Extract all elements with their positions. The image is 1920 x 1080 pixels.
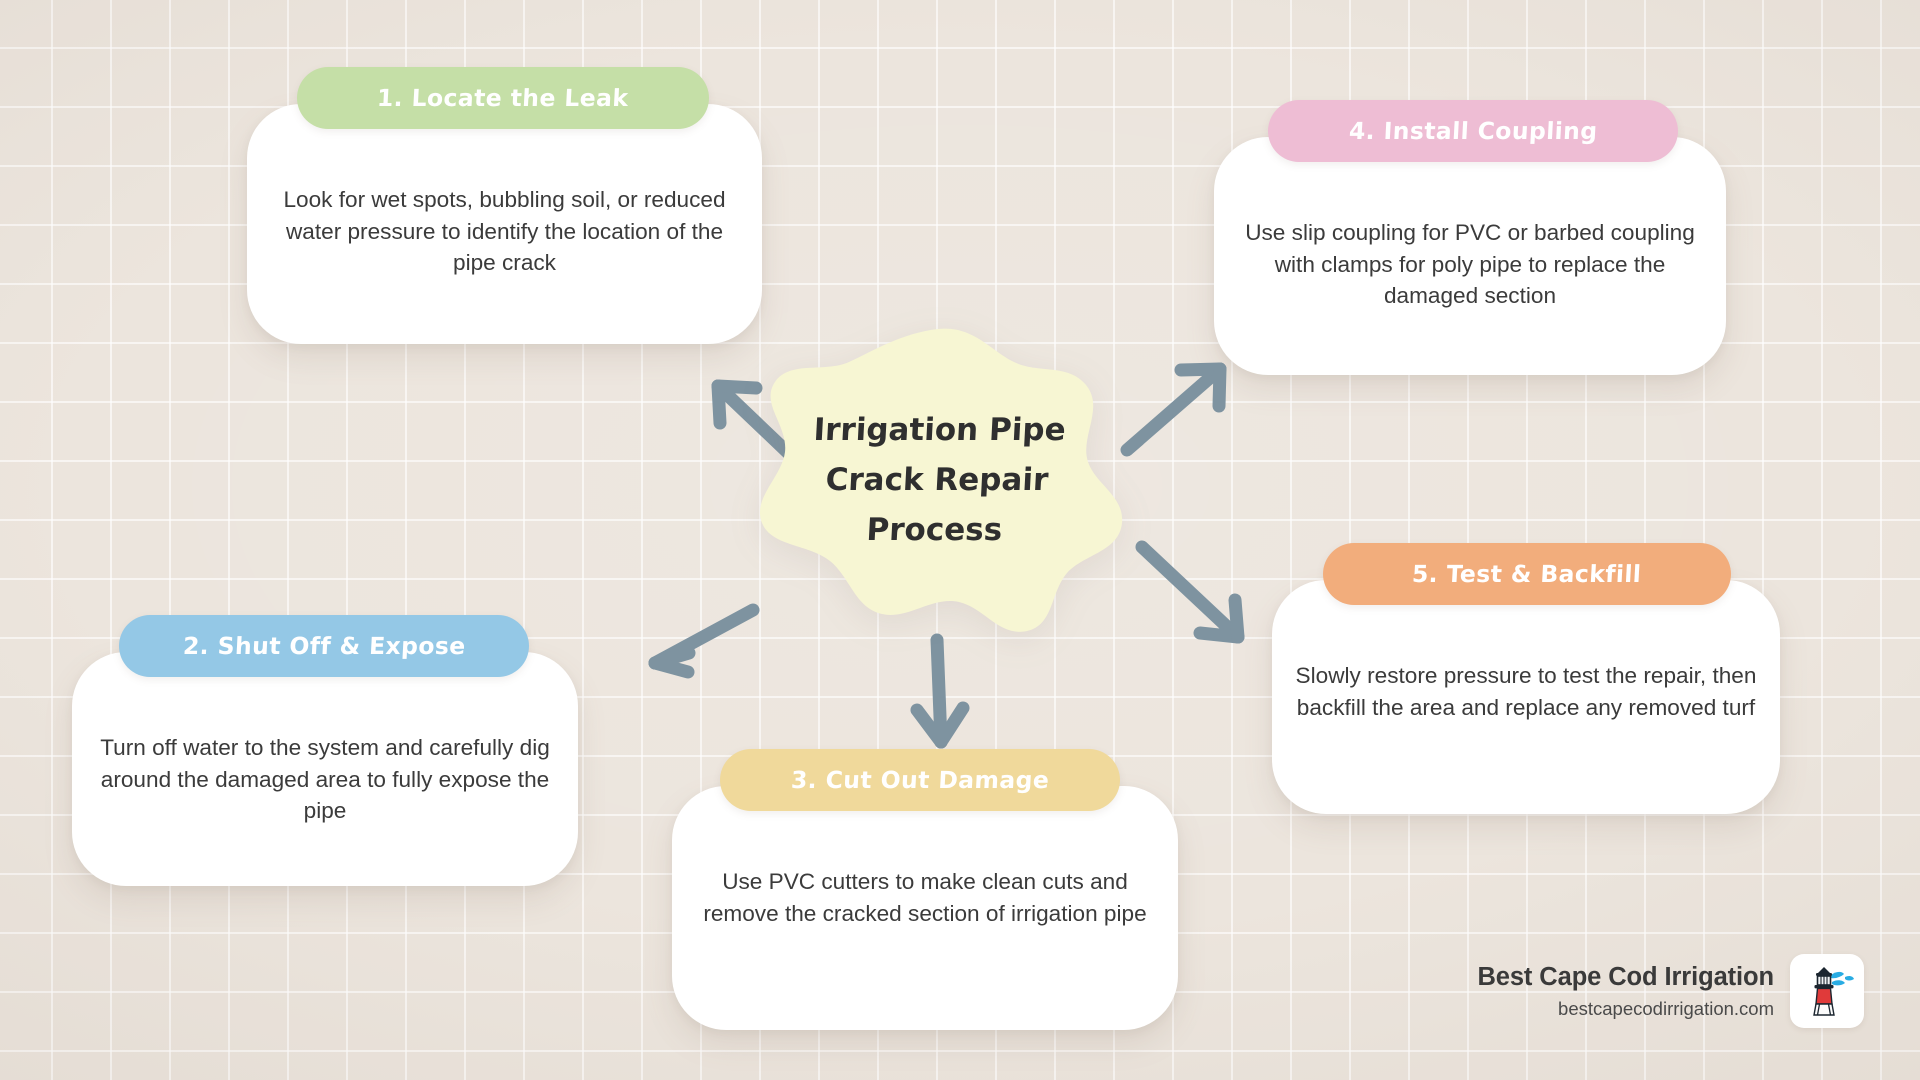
brand-url[interactable]: bestcapecodirrigation.com	[1558, 998, 1774, 1020]
step-card-1-header: 1. Locate the Leak	[297, 67, 709, 129]
step-card-3-header: 3. Cut Out Damage	[720, 749, 1120, 811]
step-card-1[interactable]: 1. Locate the Leak Look for wet spots, b…	[247, 67, 762, 344]
card-surface	[1214, 137, 1726, 375]
step-card-2[interactable]: 2. Shut Off & Expose Turn off water to t…	[72, 615, 578, 886]
step-card-2-body: Turn off water to the system and careful…	[100, 735, 550, 824]
step-card-3[interactable]: 3. Cut Out Damage Use PVC cutters to mak…	[672, 749, 1178, 1030]
arrow-to-step-5	[1135, 540, 1245, 644]
lighthouse-icon	[1813, 967, 1854, 1016]
brand-footer[interactable]: Best Cape Cod Irrigation bestcapecodirri…	[1477, 954, 1864, 1028]
step-card-1-header-label: 1. Locate the Leak	[376, 84, 630, 112]
card-surface	[72, 652, 578, 886]
brand-text-block: Best Cape Cod Irrigation bestcapecodirri…	[1477, 962, 1774, 1021]
step-card-5-header-label: 5. Test & Backfill	[1411, 560, 1643, 588]
step-card-5[interactable]: 5. Test & Backfill Slowly restore pressu…	[1272, 543, 1780, 814]
card-surface	[1272, 580, 1780, 814]
step-card-1-body: Look for wet spots, bubbling soil, or re…	[283, 187, 726, 276]
card-surface	[672, 786, 1178, 1030]
step-card-5-body: Slowly restore pressure to test the repa…	[1295, 663, 1757, 720]
center-title-text: Irrigation Pipe Crack Repair Process	[734, 325, 1140, 635]
brand-name: Best Cape Cod Irrigation	[1477, 962, 1774, 991]
arrow-to-step-3	[910, 633, 970, 749]
arrow-to-step-4	[1120, 362, 1227, 457]
arrow-to-step-2	[648, 603, 760, 679]
step-card-2-header-label: 2. Shut Off & Expose	[181, 632, 467, 660]
center-title-line-1: Irrigation Pipe	[812, 411, 1067, 448]
step-card-2-header: 2. Shut Off & Expose	[119, 615, 529, 677]
blob-shape-icon	[759, 328, 1123, 632]
step-card-4-header-label: 4. Install Coupling	[1348, 117, 1598, 145]
center-title-blob: Irrigation Pipe Crack Repair Process	[742, 325, 1132, 635]
step-card-3-body: Use PVC cutters to make clean cuts and r…	[703, 869, 1147, 926]
brand-logo	[1790, 954, 1864, 1028]
step-card-3-header-label: 3. Cut Out Damage	[790, 766, 1050, 794]
step-card-5-header: 5. Test & Backfill	[1323, 543, 1731, 605]
step-card-4-body: Use slip coupling for PVC or barbed coup…	[1245, 220, 1695, 309]
center-title-line-3: Process	[865, 512, 1004, 549]
center-title-line-2: Crack Repair	[824, 461, 1050, 498]
card-surface	[247, 104, 762, 344]
step-card-4-header: 4. Install Coupling	[1268, 100, 1678, 162]
step-card-4[interactable]: 4. Install Coupling Use slip coupling fo…	[1214, 100, 1726, 375]
